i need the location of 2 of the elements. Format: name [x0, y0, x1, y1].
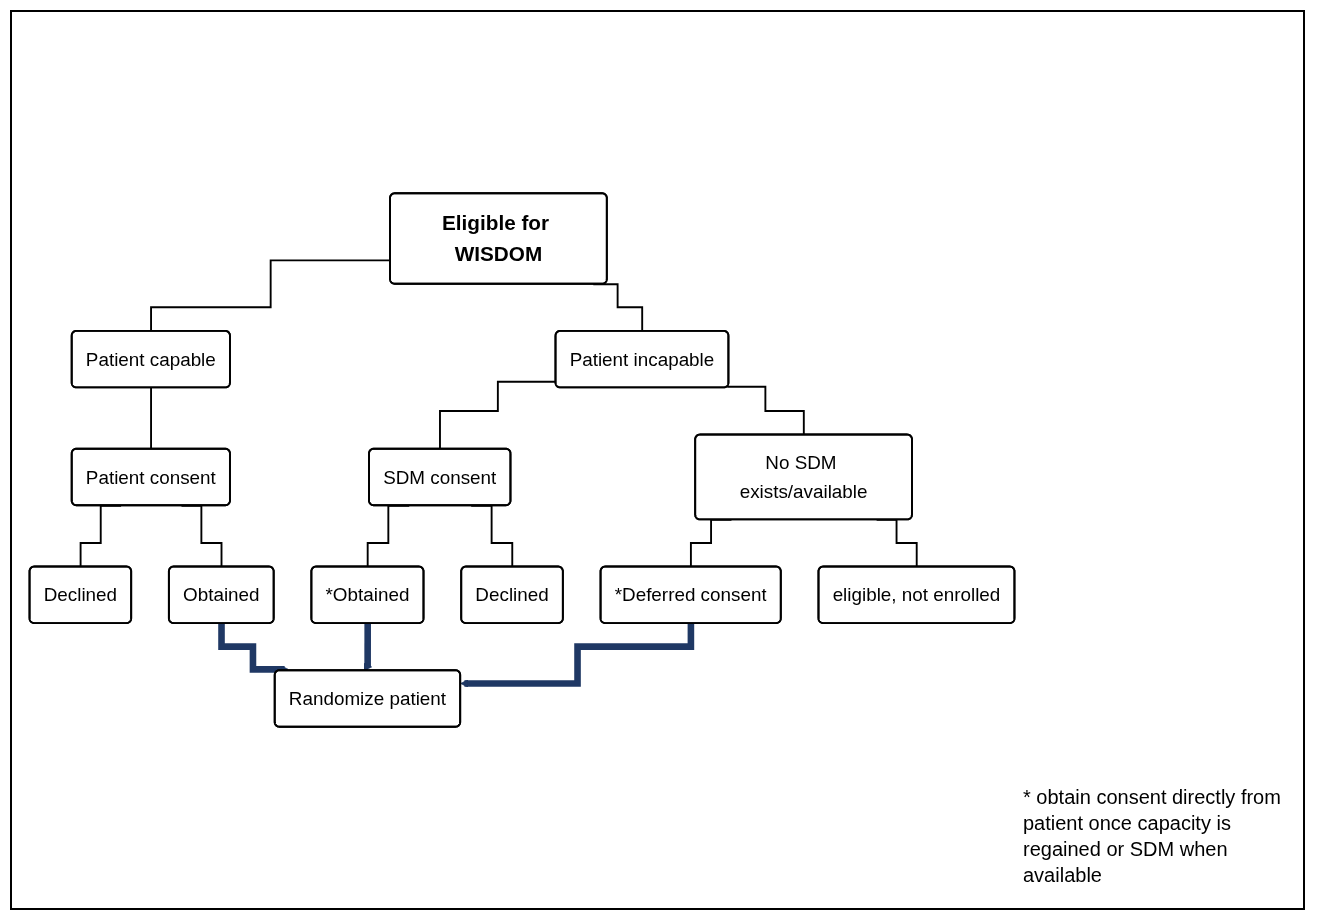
- connector: [726, 385, 805, 436]
- footnote: * obtain consent directly from patient once capacity is regained or SDM when available: [1023, 785, 1282, 888]
